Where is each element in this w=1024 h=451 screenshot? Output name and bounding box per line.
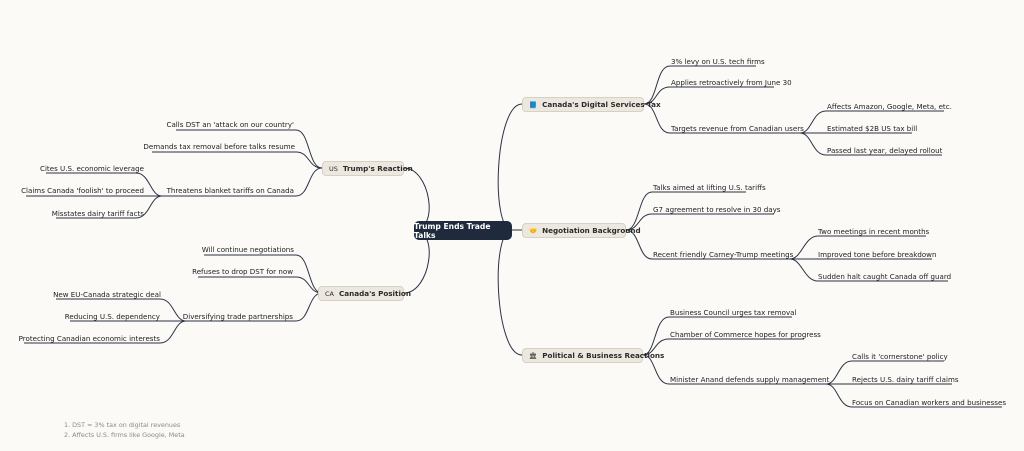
leaf-node[interactable]: Business Council urges tax removal [670, 308, 797, 317]
leaf-node[interactable]: Refuses to drop DST for now [192, 267, 293, 276]
branch-digital-services-tax[interactable]: 📘 Canada's Digital Services Tax [522, 97, 661, 112]
leaf-node[interactable]: Rejects U.S. dairy tariff claims [852, 375, 959, 384]
link-trump-sub-3 [56, 195, 163, 219]
us-flag-icon: US [329, 164, 338, 173]
link-neg-2 [625, 213, 774, 231]
leaf-node[interactable]: Sudden halt caught Canada off guard [818, 272, 952, 281]
leaf-node[interactable]: Threatens blanket tariffs on Canada [166, 186, 294, 195]
link-dst-2 [643, 86, 774, 105]
leaf-node[interactable]: Claims Canada 'foolish' to proceed [21, 186, 144, 195]
branch-label: Canada's Position [339, 289, 411, 298]
footnote: 1. DST = 3% tax on digital revenues [64, 421, 181, 429]
link-neg-3 [625, 229, 790, 260]
link-pol-3 [642, 354, 826, 385]
link-neg-sub-3 [789, 258, 948, 282]
leaf-node[interactable]: 3% levy on U.S. tech firms [671, 57, 765, 66]
link-trump-3 [162, 167, 323, 197]
branch-label: Trump's Reaction [342, 164, 413, 173]
link-dst-sub-1 [799, 110, 944, 134]
link-pol-sub-3 [825, 383, 1002, 408]
link-canada-sub-3 [24, 320, 187, 344]
leaf-node[interactable]: Focus on Canadian workers and businesses [852, 398, 1007, 407]
branch-political-business-reactions[interactable]: 🏛 Political & Business Reactions [522, 348, 664, 363]
link-trump-sub-1 [46, 172, 163, 197]
leaf-node[interactable]: Cites U.S. economic leverage [40, 164, 144, 173]
link-dst-1 [643, 65, 756, 105]
link-neg-1 [625, 191, 746, 231]
link-trump-2 [152, 151, 323, 169]
link-pol-2 [642, 338, 804, 356]
leaf-node[interactable]: Estimated $2B US tax bill [827, 124, 918, 133]
canada-flag-icon: CA [325, 289, 334, 298]
root-label: Trump Ends Trade Talks [414, 221, 491, 240]
leaf-node[interactable]: Calls DST an 'attack on our country' [166, 120, 295, 129]
leaf-node[interactable]: Calls it 'cornerstone' policy [852, 352, 948, 361]
leaf-node[interactable]: Minister Anand defends supply management [670, 375, 830, 384]
leaf-node[interactable]: New EU-Canada strategic deal [53, 290, 161, 299]
footnotes: 1. DST = 3% tax on digital revenues 2. A… [64, 420, 185, 440]
leaf-node[interactable]: Protecting Canadian economic interests [18, 334, 160, 343]
link-pol-sub-1 [825, 360, 944, 385]
government-building-icon: 🏛 [529, 351, 538, 360]
leaf-node[interactable]: Reducing U.S. dependency [64, 312, 160, 321]
link-dst-3 [643, 103, 800, 134]
leaf-node[interactable]: Affects Amazon, Google, Meta, etc. [827, 102, 952, 111]
root-node[interactable]: Trump Ends Trade Talks [414, 221, 512, 240]
link-trump-1 [176, 129, 323, 169]
link-root-dst [497, 103, 523, 231]
branch-negotiation-background[interactable]: 🤝 Negotiation Background [522, 223, 641, 238]
leaf-node[interactable]: Demands tax removal before talks resume [143, 142, 295, 151]
book-icon: 📘 [529, 100, 538, 109]
branch-canadas-position[interactable]: CA Canada's Position [318, 286, 411, 301]
branch-label: Canada's Digital Services Tax [542, 100, 661, 109]
leaf-node[interactable]: Diversifying trade partnerships [182, 312, 293, 321]
branch-trumps-reaction[interactable]: US Trump's Reaction [322, 161, 413, 176]
link-canada-1 [204, 254, 323, 294]
branch-label: Negotiation Background [542, 226, 641, 235]
leaf-node[interactable]: Recent friendly Carney-Trump meetings [653, 250, 794, 259]
leaf-node[interactable]: Applies retroactively from June 30 [671, 78, 792, 87]
leaf-node[interactable]: Chamber of Commerce hopes for progress [670, 330, 821, 339]
leaf-node[interactable]: Two meetings in recent months [818, 227, 930, 236]
link-root-pol [497, 229, 523, 356]
link-neg-sub-1 [789, 235, 926, 260]
leaf-node[interactable]: Improved tone before breakdown [818, 250, 937, 259]
footnote: 2. Affects U.S. firms like Google, Meta [64, 431, 185, 439]
handshake-icon: 🤝 [529, 226, 538, 235]
leaf-node[interactable]: G7 agreement to resolve in 30 days [653, 205, 781, 214]
link-dst-sub-3 [799, 132, 942, 156]
leaf-node[interactable]: Misstates dairy tariff facts [51, 209, 144, 218]
link-canada-sub-1 [56, 298, 187, 322]
leaf-node[interactable]: Will continue negotiations [201, 245, 294, 254]
branch-label: Political & Business Reactions [542, 351, 665, 360]
leaf-node[interactable]: Talks aimed at lifting U.S. tariffs [653, 183, 766, 192]
link-canada-2 [198, 276, 323, 294]
link-pol-1 [642, 316, 792, 356]
leaf-node[interactable]: Targets revenue from Canadian users [671, 124, 804, 133]
leaf-node[interactable]: Passed last year, delayed rollout [827, 146, 943, 155]
